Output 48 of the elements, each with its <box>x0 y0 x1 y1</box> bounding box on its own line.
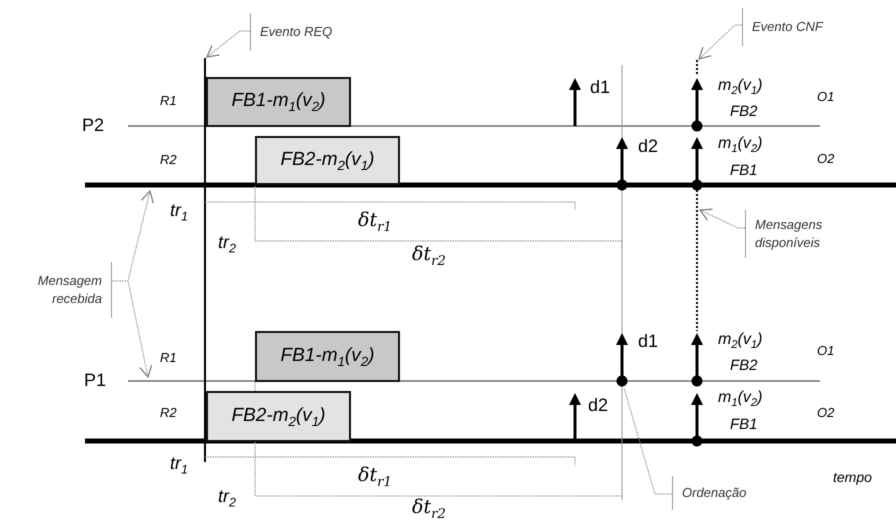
message-box: FB2-m$_{2}$(v$_{1}$) <box>206 391 351 442</box>
row-label: R1 <box>160 351 177 366</box>
time-label: tr$_{2}$ <box>218 232 236 256</box>
leader-line <box>112 280 152 378</box>
time-label: tr$_{2}$ <box>218 486 236 510</box>
block-label: FB2 <box>730 357 758 374</box>
arrow-label: d2 <box>588 395 608 416</box>
callout-text: Mensagens disponíveis <box>745 210 835 258</box>
message-label: m$_{1}$(v$_{2}$) <box>718 135 762 156</box>
message-label: m$_{2}$(v$_{1}$) <box>718 331 762 352</box>
callout-text: Evento REQ <box>250 13 332 51</box>
leader-line <box>206 30 250 58</box>
message-box: FB1-m$_{1}$(v$_{2}$) <box>255 331 400 382</box>
arrow-label: d1 <box>590 77 610 98</box>
process-label: P1 <box>84 370 106 391</box>
message-label: m$_{2}$(v$_{1}$) <box>718 77 762 98</box>
message-box: FB2-m$_{2}$(v$_{1}$) <box>255 136 400 185</box>
event-line <box>204 58 206 462</box>
time-label: tr$_{1}$ <box>170 453 188 478</box>
axis-label: tempo <box>833 469 872 486</box>
leader-line <box>624 388 672 494</box>
block-label: FB2 <box>730 103 758 120</box>
message-label: m$_{1}$(v$_{2}$) <box>718 389 762 410</box>
callout-text: Evento CNF <box>742 8 823 46</box>
interval-label: δt$_{r1}$ <box>358 210 392 236</box>
callout-text: Mensagem recebida <box>8 262 112 318</box>
event-line <box>696 190 698 331</box>
arrow-label: d1 <box>638 331 658 352</box>
block-label: FB1 <box>730 416 758 434</box>
callout-text: Ordenação <box>672 476 746 510</box>
row-label: R1 <box>160 94 177 109</box>
interval-label: δt$_{r2}$ <box>412 244 446 270</box>
block-label: FB1 <box>730 162 758 180</box>
message-box: FB1-m$_{1}$(v$_{2}$) <box>206 77 351 127</box>
leader-line <box>699 208 746 228</box>
output-label: O2 <box>817 152 834 167</box>
output-label: O1 <box>817 90 834 105</box>
event-line <box>696 60 698 76</box>
arrow-label: d2 <box>638 136 658 157</box>
output-label: O1 <box>817 344 834 359</box>
process-label: P2 <box>82 115 104 136</box>
interval-label: δt$_{r2}$ <box>412 497 446 522</box>
time-label: tr$_{1}$ <box>170 200 188 224</box>
output-label: O2 <box>817 406 834 421</box>
interval-label: δt$_{r1}$ <box>358 465 392 490</box>
row-label: R2 <box>160 153 177 168</box>
leader-line <box>698 24 742 60</box>
row-label: R2 <box>160 406 177 421</box>
